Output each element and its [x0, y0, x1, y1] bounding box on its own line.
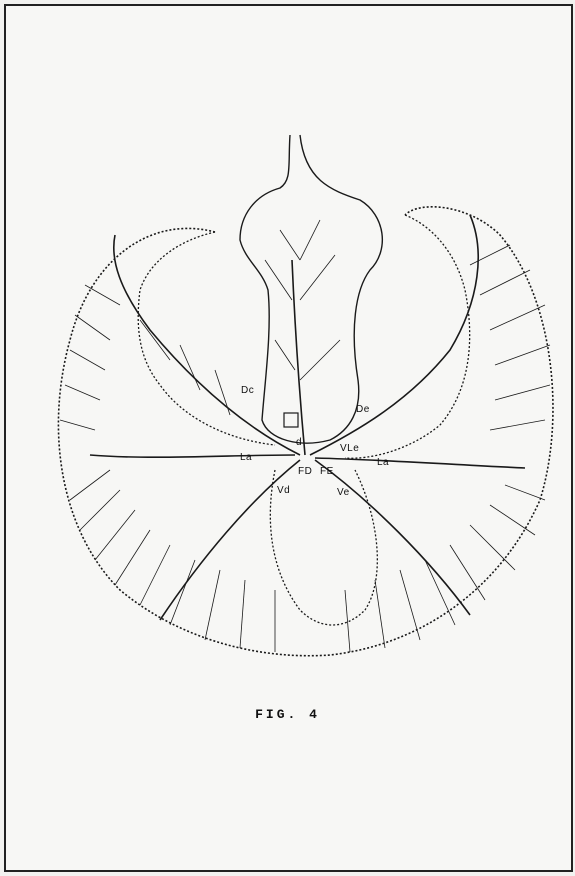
label-vd: Vd [277, 485, 290, 496]
figure-caption: FIG. 4 [0, 707, 575, 722]
left-lobe-inner [138, 232, 275, 445]
small-square [284, 413, 298, 427]
right-lobe-inner [345, 215, 470, 458]
label-dc: Dc [241, 385, 254, 396]
label-fd: FD [298, 466, 312, 477]
veinlets [60, 220, 550, 652]
label-de: De [356, 404, 370, 415]
main-veins [90, 215, 525, 620]
label-ve: Ve [337, 487, 350, 498]
label-d: d [296, 437, 302, 448]
outer-outline [58, 207, 553, 656]
label-la-left: La [240, 452, 252, 463]
label-vle: VLe [340, 443, 359, 454]
label-fe: FE [320, 466, 334, 477]
central-lobe [240, 135, 382, 443]
label-la-right: La [377, 457, 389, 468]
